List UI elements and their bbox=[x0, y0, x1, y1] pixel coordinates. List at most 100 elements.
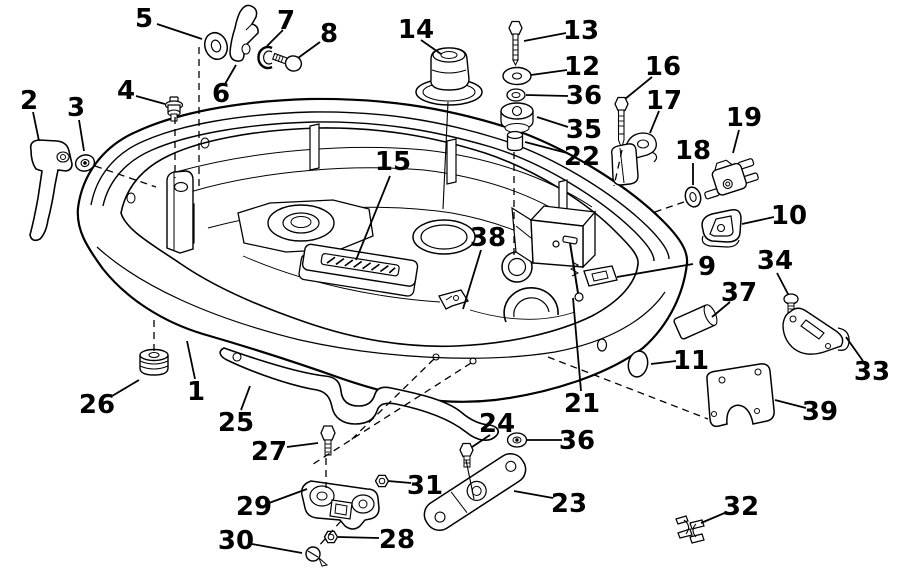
part-35-mount bbox=[500, 102, 534, 133]
callout-4: 4 bbox=[117, 76, 135, 106]
callout-2: 2 bbox=[20, 86, 38, 116]
leader-line-13 bbox=[523, 32, 567, 42]
leader-line-9 bbox=[616, 263, 694, 278]
part-3-washer bbox=[74, 154, 96, 172]
callout-17: 17 bbox=[646, 86, 682, 116]
callout-24: 24 bbox=[479, 409, 515, 439]
callout-36: 36 bbox=[559, 426, 595, 456]
callout-36: 36 bbox=[566, 81, 602, 111]
callout-5: 5 bbox=[135, 4, 153, 34]
callout-6: 6 bbox=[212, 79, 230, 109]
leader-line-8 bbox=[297, 41, 321, 59]
leader-line-24 bbox=[471, 434, 491, 448]
axis-line bbox=[465, 459, 475, 500]
leader-line-16 bbox=[624, 76, 653, 100]
leader-line-31 bbox=[387, 480, 412, 484]
dashed-axis-line bbox=[309, 362, 472, 467]
callout-32: 32 bbox=[723, 492, 759, 522]
part-39-plate bbox=[706, 363, 775, 428]
part-25-gasket bbox=[219, 347, 499, 441]
floor-holes bbox=[412, 219, 559, 323]
callout-9: 9 bbox=[698, 252, 716, 282]
part-7-c-clip bbox=[257, 45, 273, 70]
part-10-mount bbox=[701, 208, 742, 248]
part-26-grommet bbox=[139, 348, 169, 376]
part-31-nut bbox=[374, 474, 390, 488]
callout-29: 29 bbox=[236, 492, 272, 522]
callout-16: 16 bbox=[645, 52, 681, 82]
leader-line-38 bbox=[462, 249, 482, 310]
callout-21: 21 bbox=[564, 389, 600, 419]
leader-line-5 bbox=[156, 23, 203, 40]
part-37-bushing bbox=[673, 304, 718, 340]
rim-fins bbox=[309, 123, 568, 217]
part-27-bolt bbox=[320, 425, 336, 456]
callout-31: 31 bbox=[407, 471, 443, 501]
steering-post bbox=[166, 170, 195, 254]
part-34-screw bbox=[783, 293, 799, 317]
leader-line-1 bbox=[186, 340, 196, 380]
part-2-lever bbox=[29, 139, 73, 242]
leader-line-6 bbox=[224, 64, 237, 85]
leader-line-37 bbox=[711, 301, 731, 318]
callout-35: 35 bbox=[566, 115, 602, 145]
leader-line-21 bbox=[572, 297, 582, 392]
part-18-washer bbox=[684, 186, 702, 208]
housing-body bbox=[76, 97, 689, 403]
callout-10: 10 bbox=[771, 201, 807, 231]
leader-line-17 bbox=[649, 110, 660, 134]
dashed-axis-line bbox=[613, 149, 623, 187]
part-29-bracket bbox=[300, 480, 380, 530]
part-36-washer-upper bbox=[506, 88, 526, 102]
dashed-axis-line bbox=[317, 520, 342, 548]
part-12-washer bbox=[502, 66, 532, 86]
callout-23: 23 bbox=[551, 489, 587, 519]
part-8-screw bbox=[271, 52, 303, 72]
callout-39: 39 bbox=[802, 397, 838, 427]
leader-line-29 bbox=[268, 488, 308, 504]
part-9-clip bbox=[583, 265, 618, 287]
leader-line-33 bbox=[845, 336, 864, 362]
part-33-bracket bbox=[782, 307, 850, 355]
part-19-fitting bbox=[704, 158, 759, 200]
part-21-pivot-pin bbox=[562, 235, 584, 302]
part-28-nut bbox=[323, 530, 339, 544]
leader-line-2 bbox=[32, 111, 40, 142]
part-17-clamp bbox=[610, 132, 658, 186]
interior-box-bracket bbox=[511, 205, 597, 269]
leader-line-26 bbox=[111, 379, 140, 397]
callout-14: 14 bbox=[398, 15, 434, 45]
leader-line-19 bbox=[732, 129, 740, 154]
callout-26: 26 bbox=[79, 390, 115, 420]
callout-18: 18 bbox=[675, 136, 711, 166]
leader-line-7 bbox=[266, 29, 284, 47]
part-36-washer-lower bbox=[506, 432, 528, 448]
callout-7: 7 bbox=[277, 6, 295, 36]
callout-3: 3 bbox=[67, 93, 85, 123]
part-38-clip bbox=[438, 289, 470, 310]
leader-line-22 bbox=[524, 141, 568, 154]
part-30-screw bbox=[305, 546, 329, 567]
part-5-washer bbox=[203, 31, 229, 61]
callout-15: 15 bbox=[375, 147, 411, 177]
leader-line-25 bbox=[240, 385, 251, 411]
leader-line-10 bbox=[741, 216, 775, 225]
callout-12: 12 bbox=[564, 52, 600, 82]
leader-line-23 bbox=[513, 490, 554, 499]
part-14-mount bbox=[415, 47, 483, 106]
callout-37: 37 bbox=[721, 278, 757, 308]
part-24-bolt bbox=[459, 442, 474, 468]
callout-30: 30 bbox=[218, 526, 254, 556]
dashed-axis-line bbox=[651, 201, 685, 214]
callout-1: 1 bbox=[187, 377, 205, 407]
front-boss-plate bbox=[237, 199, 374, 253]
part-6-hook bbox=[229, 4, 259, 62]
leader-line-32 bbox=[700, 511, 728, 524]
part-13-bolt bbox=[508, 20, 523, 67]
dashed-axis-line bbox=[547, 356, 709, 420]
leader-line-4 bbox=[135, 95, 166, 105]
leader-line-36 bbox=[525, 94, 569, 97]
axis-line bbox=[442, 101, 449, 210]
